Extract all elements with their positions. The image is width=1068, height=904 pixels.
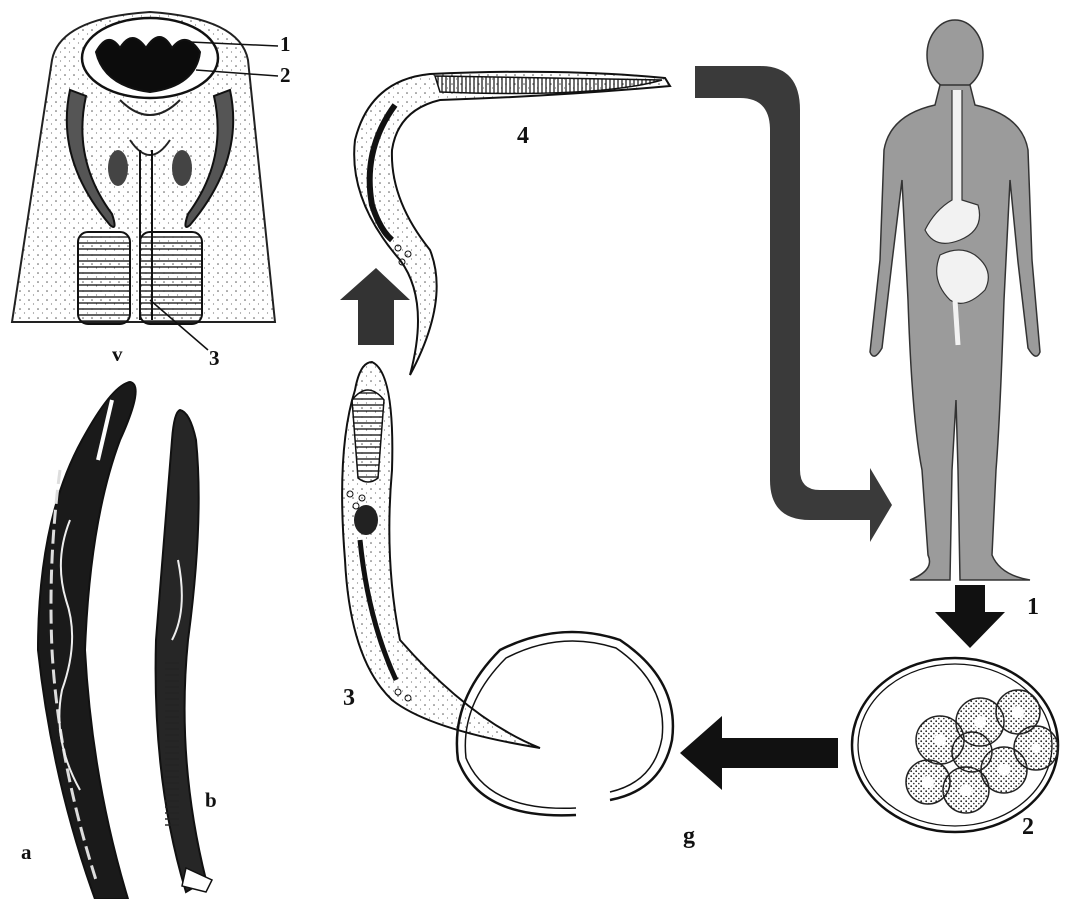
arrow-egg-to-hatching — [680, 716, 838, 790]
callout-2: 2 — [280, 65, 291, 86]
arrow-larva-to-host — [695, 66, 892, 542]
arrow-larva3-to-larva4 — [340, 268, 410, 345]
human-host-figure — [870, 20, 1040, 580]
larva-stage-4 — [354, 72, 670, 375]
larva-stage-3 — [342, 362, 540, 748]
label-larva-3: 3 — [343, 686, 355, 710]
arrow-host-to-egg — [935, 585, 1005, 648]
label-larva-4: 4 — [517, 124, 529, 148]
label-v: v — [112, 344, 123, 365]
label-a: a — [21, 842, 32, 863]
callout-3: 3 — [209, 348, 220, 369]
label-b: b — [205, 790, 217, 811]
label-g: g — [683, 824, 695, 848]
label-host: 1 — [1027, 595, 1039, 619]
callout-1: 1 — [280, 34, 291, 55]
hookworm-head-drawing — [12, 12, 278, 350]
label-egg: 2 — [1022, 815, 1034, 839]
egg-with-morula — [852, 658, 1058, 832]
adult-worm-a — [38, 382, 136, 899]
adult-worm-b — [156, 410, 212, 892]
